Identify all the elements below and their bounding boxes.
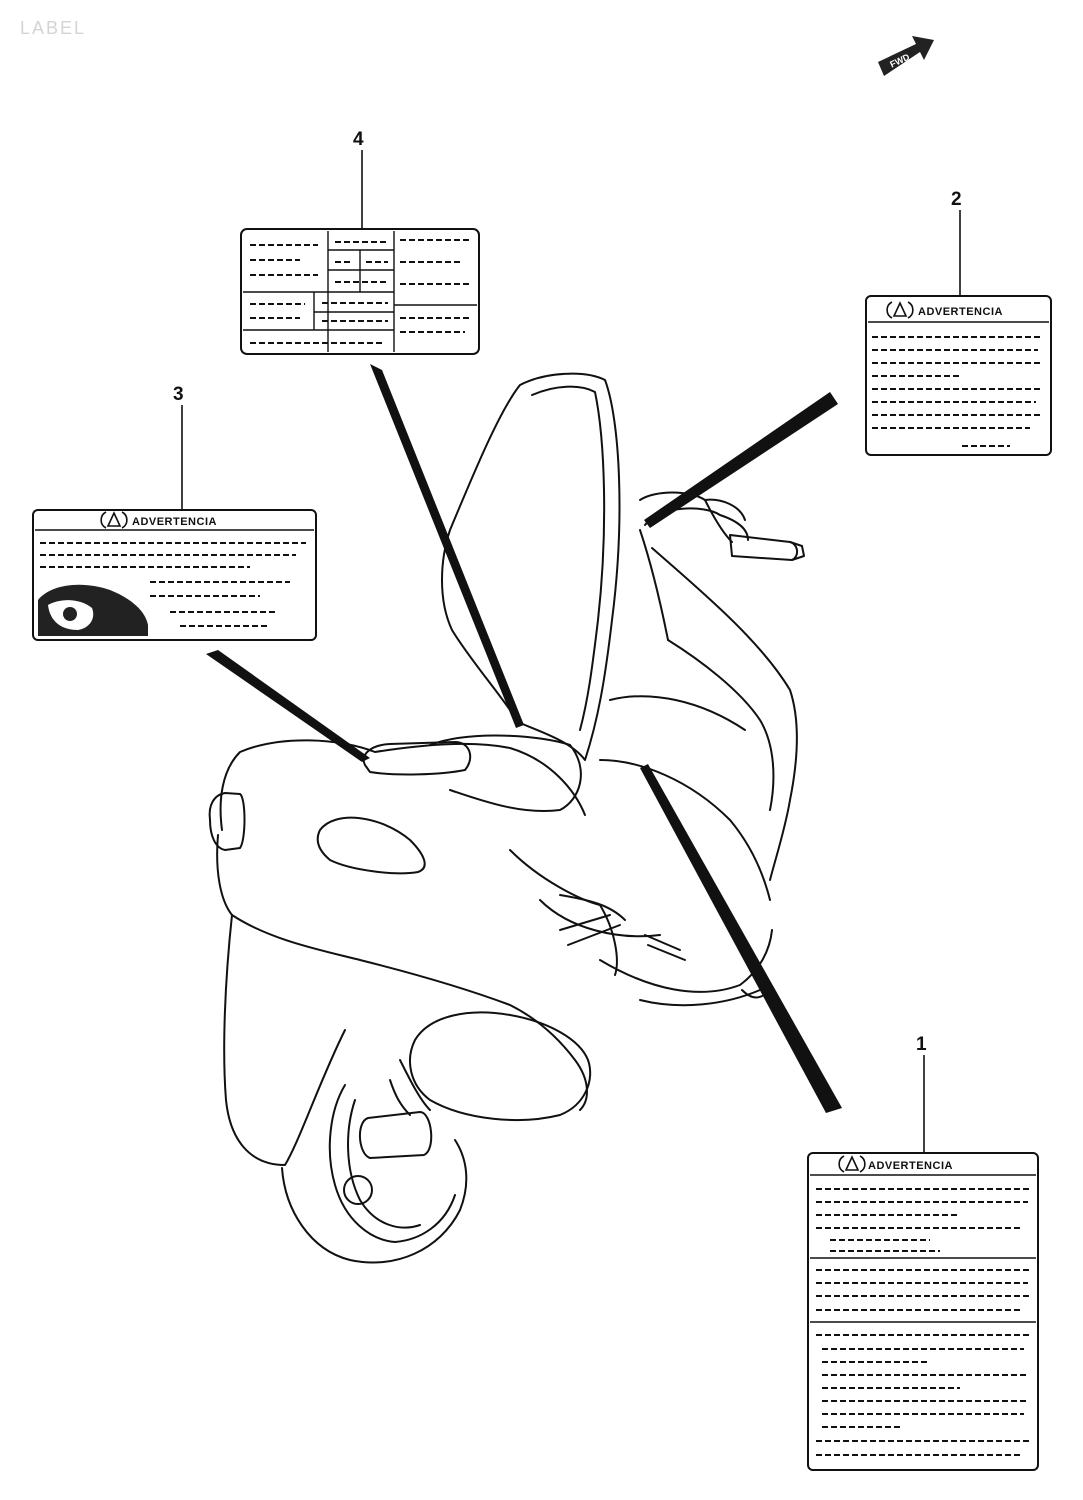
label-3-heading: ADVERTENCIA [132,516,217,528]
forward-arrow-icon: FWD [878,36,934,76]
label-2-warning: ADVERTENCIA [865,295,1052,456]
leader-lines [206,364,842,1113]
warning-triangle-icon [100,511,128,529]
leader-line-3 [206,650,370,762]
scooter-outline [208,372,805,1264]
warning-triangle-icon [886,301,914,319]
callout-2: 2 [951,189,962,210]
page-title: LABEL [20,18,87,38]
label-2-heading: ADVERTENCIA [918,306,1003,318]
leader-line-1 [640,764,842,1113]
label-1-warning: ADVERTENCIA [807,1152,1039,1471]
helmet-illustration-icon [38,584,148,636]
leader-line-4 [370,364,524,728]
leader-line-2 [644,392,838,528]
label-3-warning: ADVERTENCIA [32,509,317,641]
callout-3: 3 [173,384,184,405]
callout-1: 1 [916,1034,927,1055]
callout-4: 4 [353,129,364,150]
label-1-heading: ADVERTENCIA [868,1160,953,1172]
label-4-spec-table [240,228,480,355]
warning-triangle-icon [838,1155,866,1173]
callout-ticks [181,150,961,1155]
